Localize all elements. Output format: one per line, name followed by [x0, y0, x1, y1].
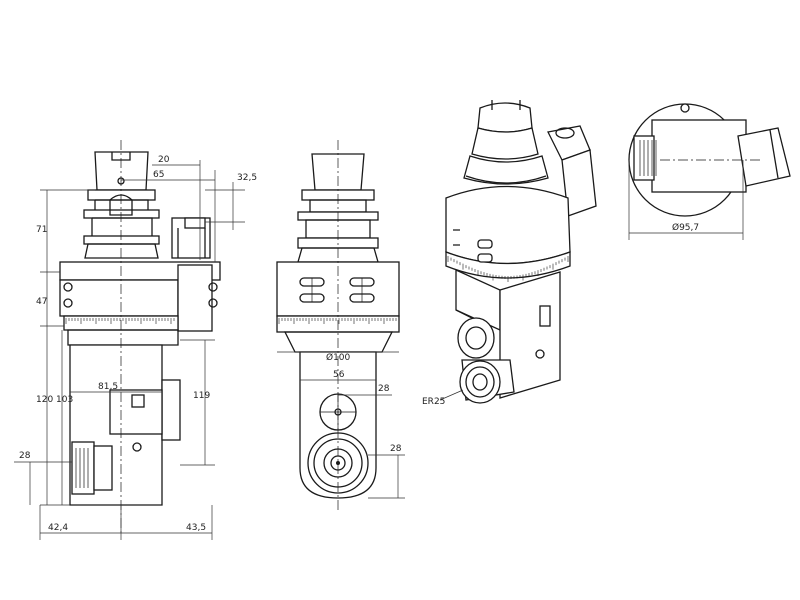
top-view: Ø95,7 [628, 103, 791, 240]
dim-28-left: 28 [14, 451, 72, 505]
dim-100-text: Ø100 [326, 352, 351, 363]
dim-103-text: 103 [56, 395, 73, 405]
front-view: Ø100 56 28 28 [276, 140, 405, 510]
dim-20: 20 [152, 155, 201, 260]
dim-42-4: 42,4 [39, 505, 122, 540]
dim-120: 120 [36, 326, 70, 506]
dim-119-text: 119 [193, 391, 210, 401]
dim-103: 103 [56, 330, 73, 505]
isometric-view: ER25 [422, 100, 597, 407]
dim-42-4-text: 42,4 [48, 523, 68, 533]
dim-43-5: 43,5 [121, 505, 213, 540]
dim-71-text: 71 [36, 225, 47, 235]
dim-28-right-text: 28 [390, 444, 402, 454]
dim-43-5-text: 43,5 [186, 523, 206, 533]
dim-81-5-text: 81,5 [98, 382, 118, 392]
dim-100: Ø100 [277, 351, 399, 363]
dim-32-5: 32,5 [205, 173, 257, 230]
collet-label-text: ER25 [422, 397, 445, 407]
scale-ring-front [278, 318, 397, 324]
dim-28-mid-text: 28 [378, 384, 390, 394]
scale-ring-iso [447, 256, 569, 282]
dim-65-text: 65 [153, 170, 164, 180]
dim-56: 56 [300, 370, 376, 381]
dim-28-left-text: 28 [19, 451, 31, 461]
dim-71: 71 [36, 189, 95, 273]
collet-label: ER25 [422, 389, 464, 407]
dim-20-text: 20 [158, 155, 170, 165]
dim-32-5-text: 32,5 [237, 173, 257, 183]
dim-47: 47 [36, 272, 64, 327]
dim-95-7-text: Ø95,7 [672, 222, 699, 233]
dim-65: 65 [121, 170, 216, 262]
dim-47-text: 47 [36, 297, 47, 307]
dim-95-7: Ø95,7 [628, 160, 744, 240]
scale-ring-side [65, 318, 175, 324]
dim-28-mid: 28 [338, 384, 392, 396]
dim-119: 119 [180, 339, 215, 466]
side-view: 20 65 32,5 71 47 120 103 81,5 [14, 140, 257, 540]
dim-120-text: 120 [36, 395, 53, 405]
dim-28-right: 28 [368, 444, 405, 499]
dim-56-text: 56 [333, 370, 345, 380]
dim-81-5: 81,5 [70, 382, 162, 393]
